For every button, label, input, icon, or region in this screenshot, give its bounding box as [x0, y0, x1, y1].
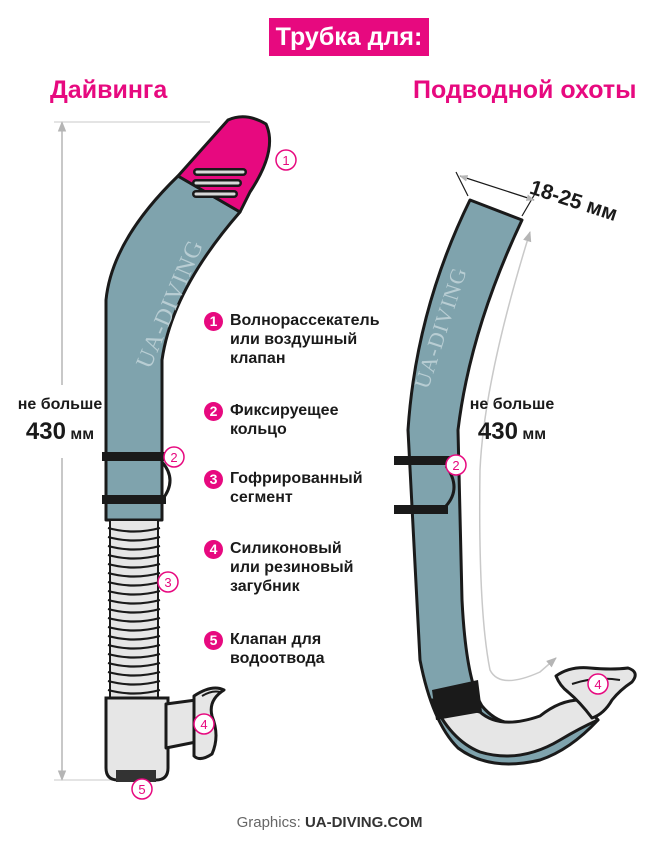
callout-1-splash-guard: 1	[275, 149, 297, 171]
legend-text-3: Гофрированный сегмент	[230, 470, 363, 506]
corrugation-ridge	[107, 580, 161, 587]
heading-diving: Дайвинга	[50, 76, 168, 104]
callout-3-label: 3	[164, 575, 171, 590]
credit-name: UA-DIVING.COM	[304, 814, 423, 831]
legend-text-5: Клапан для водоотвода	[230, 631, 325, 667]
callout-4-left-mouthpiece: 4	[193, 713, 215, 735]
credit-prefix: Graphics:	[236, 814, 301, 831]
right-length-line1: не больше	[469, 396, 555, 413]
corrugation-ridge	[107, 634, 161, 641]
corrugation-ridge	[107, 553, 161, 560]
left-keeper-ring	[102, 452, 172, 504]
callout-4-left-label: 4	[200, 717, 207, 732]
heading-spearfishing: Подводной охоты	[413, 76, 637, 104]
legend-item-5: 5 Клапан для водоотвода	[204, 630, 415, 668]
legend-item-1: 1 Волнорассекатель или воздушный клапан	[204, 311, 415, 368]
corrugation-ridge	[107, 643, 161, 650]
corrugation-ridge	[107, 616, 161, 623]
legend-num-3: 3	[204, 470, 223, 489]
right-length-arrow	[478, 230, 557, 682]
callout-2-right-label: 2	[452, 458, 459, 473]
callout-2-right-ring: 2	[445, 454, 467, 476]
callout-3-corrugated: 3	[157, 571, 179, 593]
diameter-dimension	[455, 171, 537, 217]
legend-text-4: Силиконовый или резиновый загубник	[230, 540, 354, 595]
corrugation-ridge	[107, 571, 161, 578]
corrugated-segment	[107, 519, 161, 699]
right-length-label: не больше 430 мм	[456, 396, 568, 446]
corrugation-ridge	[107, 625, 161, 632]
callouts: 1 2 3 4 5 2 4	[131, 149, 609, 800]
left-length-label: не больше 430 мм	[6, 396, 114, 446]
legend-item-3: 3 Гофрированный сегмент	[204, 469, 415, 507]
left-length-line1: не больше	[17, 396, 103, 413]
left-lower-housing	[104, 686, 226, 782]
left-height-dimension-line	[54, 120, 210, 782]
legend-num-5: 5	[204, 631, 223, 650]
corrugation-ridge	[107, 661, 161, 668]
corrugation-ridge	[107, 652, 161, 659]
callout-2-left-ring: 2	[163, 446, 185, 468]
graphics-credit: Graphics: UA-DIVING.COM	[0, 814, 659, 831]
corrugation-ridge	[107, 589, 161, 596]
corrugation-ridge	[107, 607, 161, 614]
corrugation-ridge	[107, 526, 161, 533]
splash-guard-slots	[192, 168, 247, 198]
legend-num-2: 2	[204, 402, 223, 421]
corrugation-ridge	[107, 562, 161, 569]
legend-num-4: 4	[204, 540, 223, 559]
corrugation-ridge	[107, 598, 161, 605]
splash-guard	[176, 115, 272, 214]
corrugation-ridge	[107, 688, 161, 695]
left-length-value: 430	[25, 418, 66, 445]
right-tube-lower-bend	[430, 698, 600, 758]
corrugation-ridge	[107, 535, 161, 542]
legend-text-1: Волнорассекатель или воздушный клапан	[230, 312, 380, 367]
diagram-title: Трубка для:	[269, 18, 429, 56]
legend-item-4: 4 Силиконовый или резиновый загубник	[204, 539, 415, 596]
legend-num-1: 1	[204, 312, 223, 331]
callout-4-right-label: 4	[594, 677, 601, 692]
legend-text-2: Фиксируещее кольцо	[230, 402, 339, 438]
corrugation-ridge	[107, 544, 161, 551]
corrugation-ridge	[107, 679, 161, 686]
callout-2-left-label: 2	[170, 450, 177, 465]
corrugation-ridge	[107, 670, 161, 677]
left-length-unit: мм	[70, 426, 95, 443]
callout-5-purge-valve: 5	[131, 778, 153, 800]
callout-5-label: 5	[138, 782, 145, 797]
callout-4-right-mouthpiece: 4	[587, 673, 609, 695]
right-length-value: 430	[477, 418, 518, 445]
legend-item-2: 2 Фиксируещее кольцо	[204, 401, 415, 439]
right-length-unit: мм	[522, 426, 547, 443]
callout-1-label: 1	[282, 153, 289, 168]
